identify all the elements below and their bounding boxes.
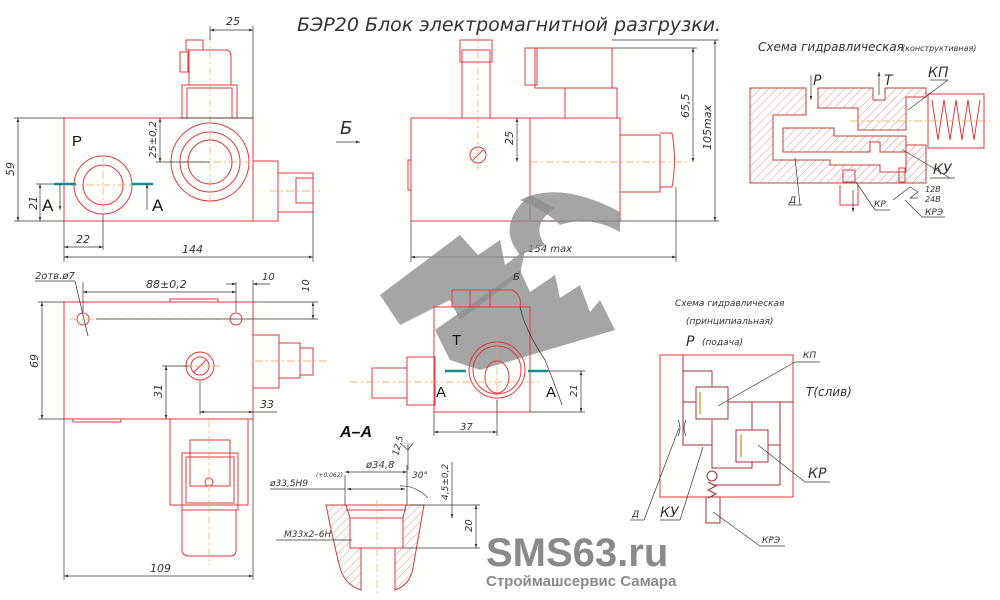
- watermark-site: SMS63.ru: [486, 531, 668, 575]
- view-b: Б T A A 21 37: [350, 272, 585, 436]
- section-a-label: A: [436, 384, 446, 401]
- ku-label: КУ: [660, 505, 680, 521]
- view-b-marker: Б: [340, 118, 352, 139]
- kr-label: КР: [808, 466, 827, 482]
- drawing-title: БЭР20 Блок электромагнитной разгрузки.: [297, 14, 721, 36]
- scheme-constructive: Схема гидравлическая (конструктивная) P …: [749, 40, 990, 218]
- p-label: P: [686, 334, 695, 350]
- plan-view: 2отв.ø7 88±0,2 10 10 69 31 33 109: [28, 271, 330, 580]
- dim-height: 59: [4, 162, 17, 176]
- roughness: 12,5: [391, 435, 406, 457]
- dim-sol-offset: 25: [226, 15, 240, 28]
- side-view: Б 65,5 105max 25 154 max: [336, 35, 719, 262]
- tolerance: (+0,062): [316, 472, 343, 479]
- d-label: Д: [631, 510, 639, 520]
- dim-plug-x: 33: [260, 398, 274, 411]
- scheme-title: Схема гидравлическая: [675, 299, 785, 309]
- voltage-24v: 24В: [925, 195, 941, 204]
- dim-length: 154 max: [528, 244, 572, 255]
- section-aa-label: А–А: [339, 424, 372, 441]
- dia-bore: ø33,5H9: [269, 479, 308, 489]
- dia-outer: ø34,8: [365, 460, 394, 471]
- t-label: T(слив): [806, 385, 852, 399]
- section-a-label: A: [546, 384, 556, 401]
- dim-sol: 25: [503, 131, 516, 145]
- dim-h: 21: [569, 384, 580, 397]
- port-p: P: [813, 73, 822, 89]
- scheme-principal: Схема гидравлическая (принципиальная) P …: [630, 299, 852, 547]
- kp-label: КП: [803, 351, 816, 361]
- dim-w: 37: [460, 422, 473, 433]
- watermark-logo: [380, 192, 620, 370]
- kr-label: КР: [874, 200, 886, 210]
- watermark-company: Строймашсервис Самара: [486, 573, 677, 590]
- kre-label: КРЭ: [762, 536, 781, 546]
- scheme-title: Схема гидравлическая: [758, 40, 904, 54]
- port-p-label: P: [72, 133, 82, 150]
- section-a-label: A: [42, 196, 54, 215]
- depth1: 4,5±0,2: [441, 464, 451, 500]
- dim-edge-x: 10: [262, 272, 275, 283]
- dim-sol-height: 25±0,2: [148, 121, 159, 158]
- view-b-label: Б: [513, 272, 520, 283]
- dim-edge-y: 10: [301, 279, 312, 292]
- thread: M33x2–6H: [284, 530, 331, 540]
- dim-h1: 65,5: [679, 94, 692, 119]
- angle: 30°: [412, 471, 428, 481]
- p-note: (подача): [702, 338, 743, 348]
- section-aa: А–А 12,5 ø34,8 ø33,5H9 (+0,062) 30° 4,5±…: [269, 424, 480, 595]
- ku-label: КУ: [933, 162, 953, 178]
- section-a-label: A: [152, 196, 164, 215]
- front-view: P A A 59 21 22 144 25 25±0,2: [4, 15, 320, 262]
- kre-label: КРЭ: [925, 208, 944, 218]
- voltage-12v: 12В: [925, 185, 941, 194]
- port-t-label: T: [452, 332, 461, 349]
- dim-holes: 88±0,2: [146, 278, 187, 291]
- dim-height: 69: [28, 354, 41, 368]
- scheme-subtitle: (конструктивная): [902, 44, 976, 53]
- port-t: T: [884, 73, 894, 89]
- depth2: 20: [464, 519, 475, 532]
- d-label: Д: [788, 196, 796, 206]
- dim-length: 144: [182, 243, 203, 256]
- scheme-subtitle: (принципиальная): [686, 317, 773, 327]
- dim-width: 109: [150, 562, 171, 575]
- dim-p-offset: 22: [76, 233, 90, 246]
- dim-h2: 105max: [701, 105, 714, 150]
- holes-note: 2отв.ø7: [35, 271, 75, 282]
- kp-label: КП: [928, 65, 949, 81]
- dim-a-height: 21: [27, 196, 40, 210]
- dim-plug-y: 31: [152, 384, 165, 398]
